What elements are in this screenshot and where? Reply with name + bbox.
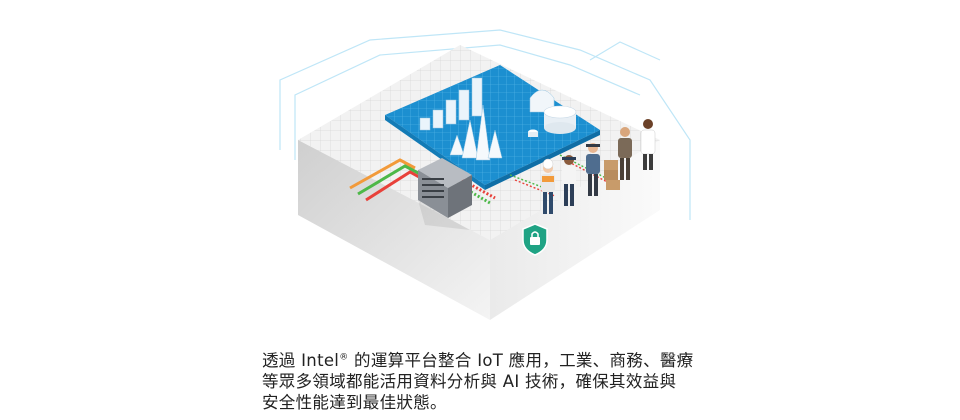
caption-line-1: 透過 Intel® 的運算平台整合 IoT 應用，工業、商務、醫療 (262, 350, 702, 371)
person-doctor (640, 119, 656, 170)
iot-platform-illustration (279, 29, 691, 320)
database-icon (528, 89, 577, 137)
person-delivery (604, 127, 632, 190)
platform-side-left (298, 140, 490, 320)
caption: 透過 Intel® 的運算平台整合 IoT 應用，工業、商務、醫療 等眾多領域都… (262, 350, 702, 413)
person-worker-3 (586, 143, 600, 196)
data-panel (385, 65, 600, 190)
circuit-outline (279, 29, 691, 220)
spike-chart (449, 104, 503, 161)
caption-line-1-start: 透過 Intel (262, 351, 340, 370)
workers-group (541, 119, 656, 214)
person-worker-2 (562, 155, 576, 206)
server-icon (418, 158, 472, 230)
bar-columns (419, 77, 483, 131)
shield-lock-icon (522, 223, 548, 256)
caption-line-2: 等眾多領域都能活用資料分析與 AI 技術，確保其效益與 (262, 372, 677, 391)
caption-line-1-end: 的運算平台整合 IoT 應用，工業、商務、醫療 (348, 351, 694, 370)
caption-line-3: 安全性能達到最佳狀態。 (262, 393, 447, 412)
registered-mark: ® (339, 352, 349, 363)
person-worker-1 (541, 158, 555, 214)
